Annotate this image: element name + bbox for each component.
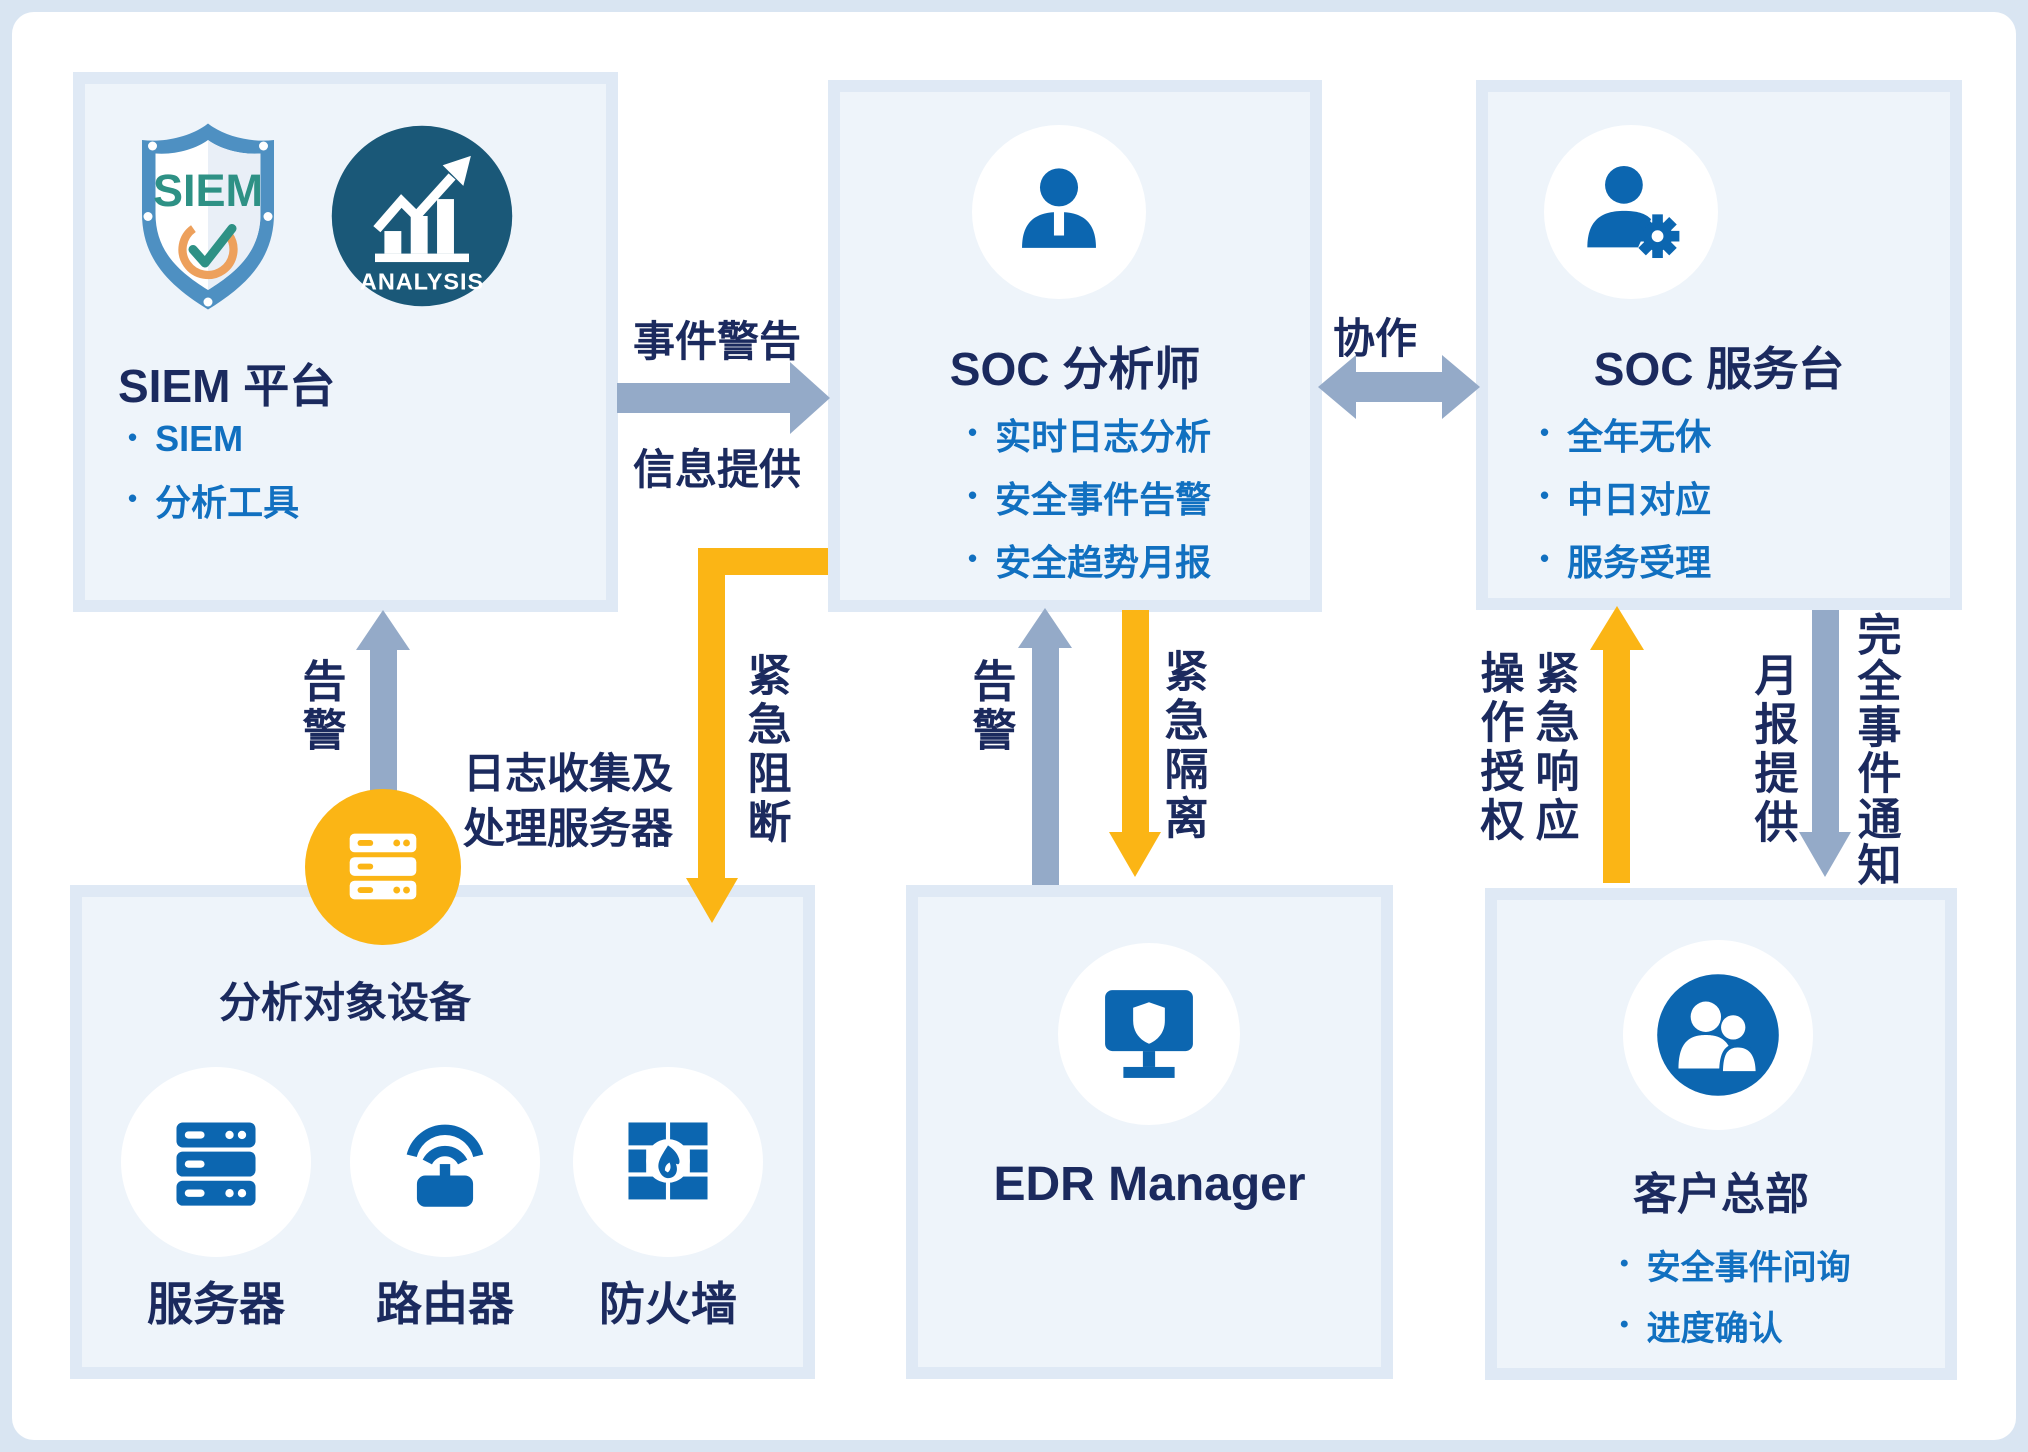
customer-hq-title: 客户总部 [1633,1170,1809,1219]
incident-notice-arrow-bar [1812,610,1839,834]
firewall-label: 防火墙 [599,1278,737,1330]
emergency-block-label: 紧急阻断 [740,652,790,848]
emergency-response-label: 紧急响应 [1528,650,1578,846]
devices-box: 分析对象设备 [70,885,815,1379]
analysis-icon-text: ANALYSIS [360,268,484,294]
soc-analyst-avatar [972,125,1146,299]
alert-left-arrow-head [356,610,410,650]
siem-bullet-1: SIEM [128,418,299,460]
soc-analyst-bullet-2: 安全事件告警 [968,471,1211,523]
siem-platform-box: SIEM ANALYSIS SIEM 平台 SIEM 分析工具 [73,72,618,612]
people-icon [1657,974,1779,1096]
emergency-isolate-arrow-head [1109,832,1161,877]
firewall-icon-circle [573,1067,763,1257]
emergency-isolate-arrow-bar [1122,610,1149,834]
soc-desk-bullet-2: 中日对应 [1540,471,1711,523]
alert-left-label: 告警 [295,658,345,756]
devices-title: 分析对象设备 [218,979,471,1026]
log-server-icon [349,833,417,900]
customer-bullet-1: 安全事件问询 [1620,1240,1851,1289]
soc-analyst-bullet-3: 安全趋势月报 [968,534,1211,586]
soc-analyst-box: SOC 分析师 实时日志分析 安全事件告警 安全趋势月报 [828,80,1322,612]
emergency-block-arrow-vbar [698,548,725,880]
alert-mid-arrow-bar [1032,646,1059,885]
soc-desk-bullet-3: 服务受理 [1540,534,1711,586]
emergency-response-arrow-head [1590,606,1644,650]
monitor-shield-icon [1105,990,1193,1078]
siem-platform-title: SIEM 平台 [118,360,336,412]
server-label: 服务器 [147,1278,285,1330]
firewall-icon [628,1122,708,1200]
soc-desk-title: SOC 服务台 [1593,343,1845,395]
analysis-chart-icon: ANALYSIS [331,125,513,307]
event-alert-arrow-bar [617,383,790,413]
router-icon [406,1124,484,1207]
server-icon-circle [121,1067,311,1257]
log-server-label-line2: 处理服务器 [462,805,673,853]
collaboration-arrow-head-right [1442,355,1480,419]
log-server-label: 日志收集及 处理服务器 [448,746,688,857]
server-icon [176,1122,256,1206]
edr-manager-title: EDR Manager [993,1158,1306,1211]
event-alert-arrow-head [790,362,830,434]
customer-bullet-2: 进度确认 [1620,1301,1851,1350]
info-provide-label: 信息提供 [632,446,801,493]
collaboration-arrow-bar [1352,372,1446,402]
person-gear-icon [1587,165,1680,259]
operation-auth-label: 操作授权 [1473,650,1523,846]
incident-notice-arrow-head [1799,832,1851,877]
gear-icon [1635,214,1680,259]
router-icon-circle [350,1067,540,1257]
siem-shield-icon: SIEM [142,123,274,310]
soc-analyst-bullet-1: 实时日志分析 [968,408,1211,460]
router-label: 路由器 [376,1278,514,1330]
customer-icon-circle [1623,940,1813,1130]
siem-bullet-2: 分析工具 [128,474,299,526]
alert-mid-label: 告警 [965,658,1015,756]
collaboration-arrow-head-left [1318,355,1356,419]
emergency-response-arrow-bar [1603,648,1630,883]
edr-icon-circle [1058,943,1240,1125]
soc-desk-box: SOC 服务台 全年无休 中日对应 服务受理 [1476,80,1962,610]
monthly-report-label: 月报提供 [1747,652,1797,848]
customer-hq-box: 客户总部 安全事件问询 进度确认 [1485,888,1957,1380]
collaboration-label: 协作 [1332,315,1417,362]
soc-analyst-title: SOC 分析师 [949,343,1201,395]
edr-manager-box: EDR Manager [906,885,1393,1379]
emergency-isolate-label: 紧急隔离 [1157,648,1207,844]
event-alert-label: 事件警告 [632,318,801,365]
emergency-block-arrow-head [686,878,738,923]
alert-mid-arrow-head [1018,608,1072,648]
log-server-label-line1: 日志收集及 [462,750,673,797]
alert-left-arrow-bar [370,648,397,792]
person-icon [1022,168,1096,248]
soc-desk-avatar [1544,125,1718,299]
log-server-circle [305,789,461,945]
soc-desk-bullet-1: 全年无休 [1540,408,1711,460]
full-incident-notice-label: 完全事件通知 [1850,612,1900,888]
siem-shield-text: SIEM [153,165,263,216]
